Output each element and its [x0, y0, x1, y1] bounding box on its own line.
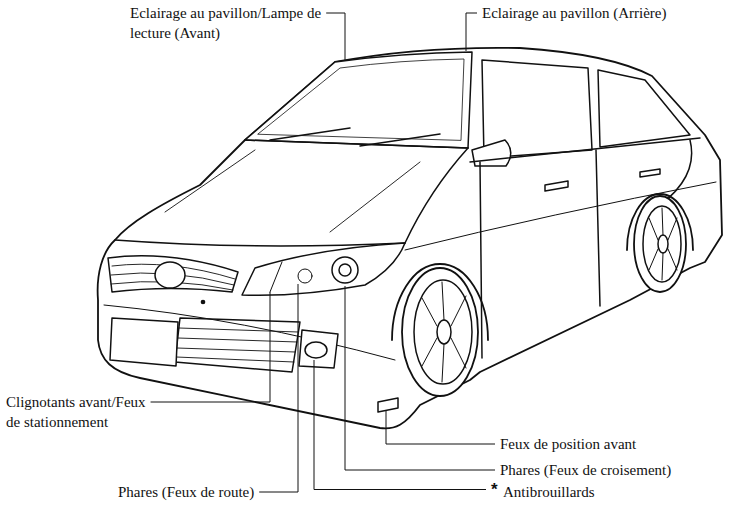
part-label: Feux de position avant: [500, 434, 636, 454]
part-label: Phares (Feux de route): [118, 482, 254, 502]
footnote-mark: *: [491, 480, 498, 500]
part-label: Eclairage au pavillon/Lampe de lecture (…: [130, 3, 335, 43]
leader-line: [259, 284, 298, 492]
part-label: Eclairage au pavillon (Arrière): [482, 3, 666, 23]
leader-line: [314, 360, 486, 490]
part-label: Clignotants avant/Feux de stationnement: [6, 392, 154, 432]
part-label: Phares (Feux de croisement): [500, 460, 671, 480]
leader-line: [386, 410, 495, 444]
part-label: Antibrouillards: [503, 482, 595, 502]
leader-line: [466, 13, 477, 51]
leader-line: [326, 13, 345, 60]
leader-line: [151, 292, 270, 402]
leader-line: [345, 286, 495, 470]
